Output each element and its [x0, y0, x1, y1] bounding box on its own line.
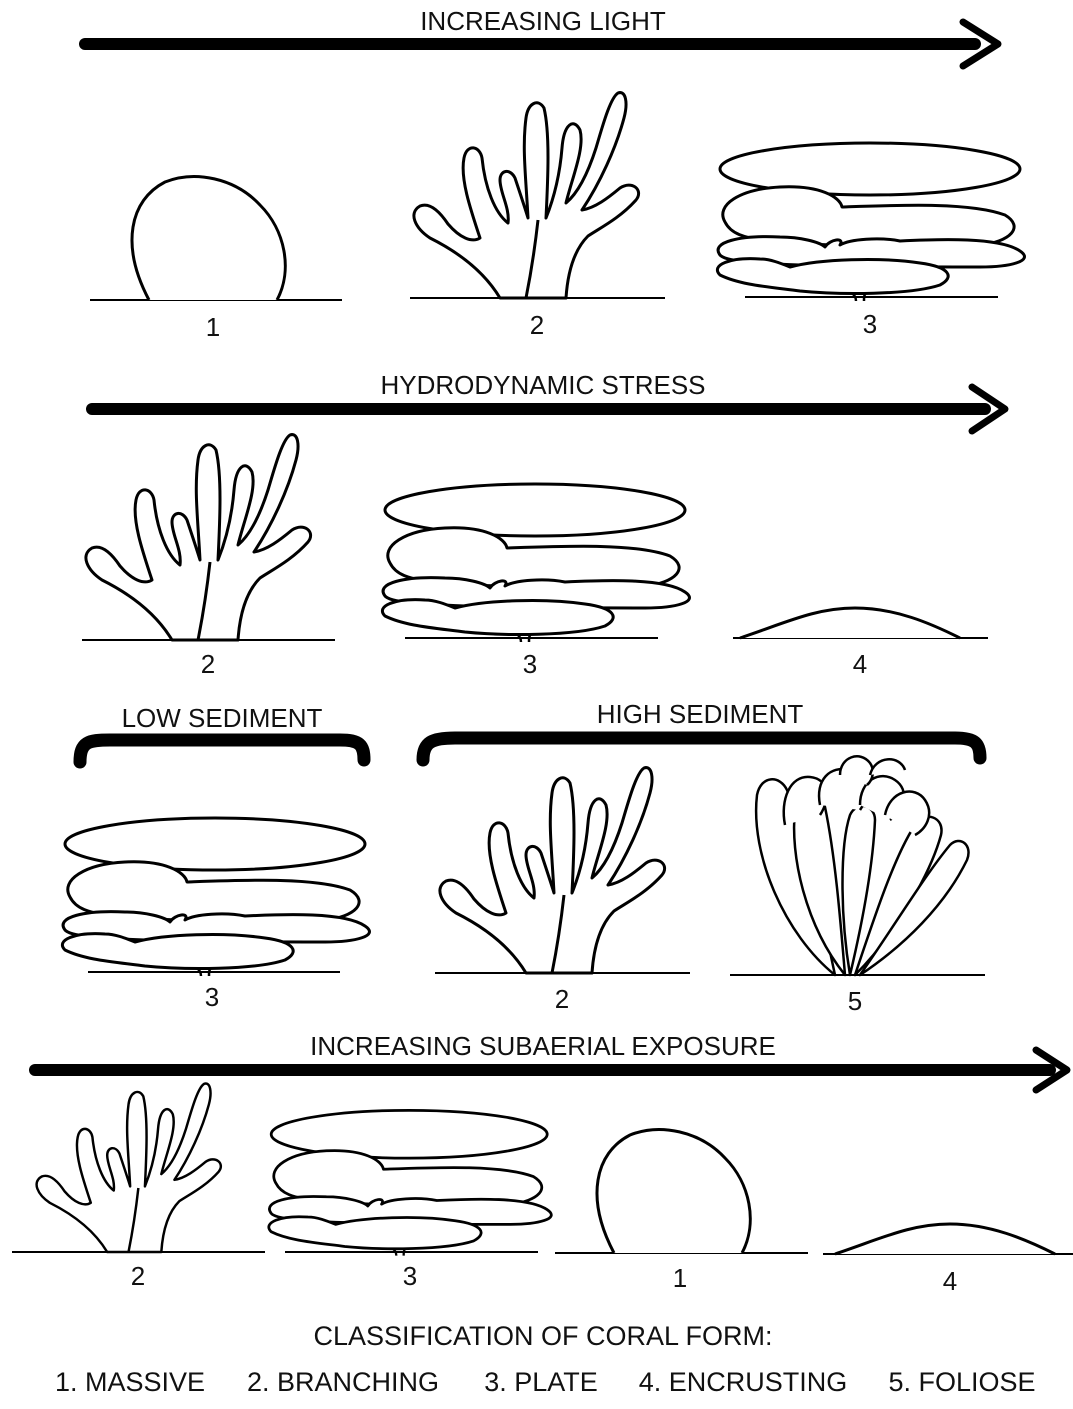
- coral-label: 3: [863, 309, 877, 339]
- legend-item-plate: 3. PLATE: [484, 1367, 598, 1397]
- encrusting-coral-icon: [835, 1224, 1055, 1254]
- subaerial-exposure-title: INCREASING SUBAERIAL EXPOSURE: [310, 1031, 776, 1061]
- row-sediment: LOW SEDIMENT HIGH SEDIMENT 3 2 5: [62, 699, 985, 1016]
- encrusting-coral-icon: [740, 608, 960, 638]
- legend-item-branching: 2. BRANCHING: [247, 1367, 439, 1397]
- legend-item-encrusting: 4. ENCRUSTING: [639, 1367, 848, 1397]
- plate-coral-icon: [382, 484, 689, 642]
- low-sediment-title: LOW SEDIMENT: [122, 703, 323, 733]
- plate-coral-icon: [269, 1110, 552, 1255]
- coral-label: 3: [205, 982, 219, 1012]
- coral-label: 5: [848, 986, 862, 1016]
- row-increasing-light: INCREASING LIGHT 1 2 3: [85, 6, 1024, 342]
- legend-item-massive: 1. MASSIVE: [55, 1367, 205, 1397]
- low-sediment-bracket: [80, 740, 364, 762]
- coral-label: 2: [530, 310, 544, 340]
- branching-coral-icon: [414, 93, 639, 298]
- high-sediment-title: HIGH SEDIMENT: [597, 699, 804, 729]
- legend: CLASSIFICATION OF CORAL FORM: 1. MASSIVE…: [55, 1321, 1036, 1397]
- coral-label: 2: [555, 984, 569, 1014]
- coral-label: 2: [131, 1261, 145, 1291]
- coral-label: 4: [853, 649, 867, 679]
- high-sediment-bracket: [423, 738, 980, 760]
- massive-coral-icon: [132, 177, 285, 300]
- legend-title: CLASSIFICATION OF CORAL FORM:: [313, 1321, 772, 1351]
- coral-label: 4: [943, 1266, 957, 1296]
- coral-label: 1: [206, 312, 220, 342]
- coral-label: 3: [523, 649, 537, 679]
- foliose-coral-icon: [756, 756, 968, 975]
- legend-item-foliose: 5. FOLIOSE: [888, 1367, 1035, 1397]
- branching-coral-icon: [37, 1084, 221, 1252]
- row-subaerial-exposure: INCREASING SUBAERIAL EXPOSURE 2 3 1 4: [12, 1031, 1073, 1296]
- coral-label: 1: [673, 1263, 687, 1293]
- plate-coral-icon: [717, 143, 1024, 301]
- coral-label: 2: [201, 649, 215, 679]
- coral-label: 3: [403, 1261, 417, 1291]
- increasing-light-title: INCREASING LIGHT: [420, 6, 666, 36]
- branching-coral-icon: [440, 768, 665, 973]
- branching-coral-icon: [86, 435, 311, 640]
- massive-coral-icon: [597, 1130, 750, 1253]
- plate-coral-icon: [62, 818, 369, 976]
- row-hydrodynamic-stress: HYDRODYNAMIC STRESS 2 3 4: [82, 370, 1005, 679]
- hydrodynamic-stress-title: HYDRODYNAMIC STRESS: [380, 370, 705, 400]
